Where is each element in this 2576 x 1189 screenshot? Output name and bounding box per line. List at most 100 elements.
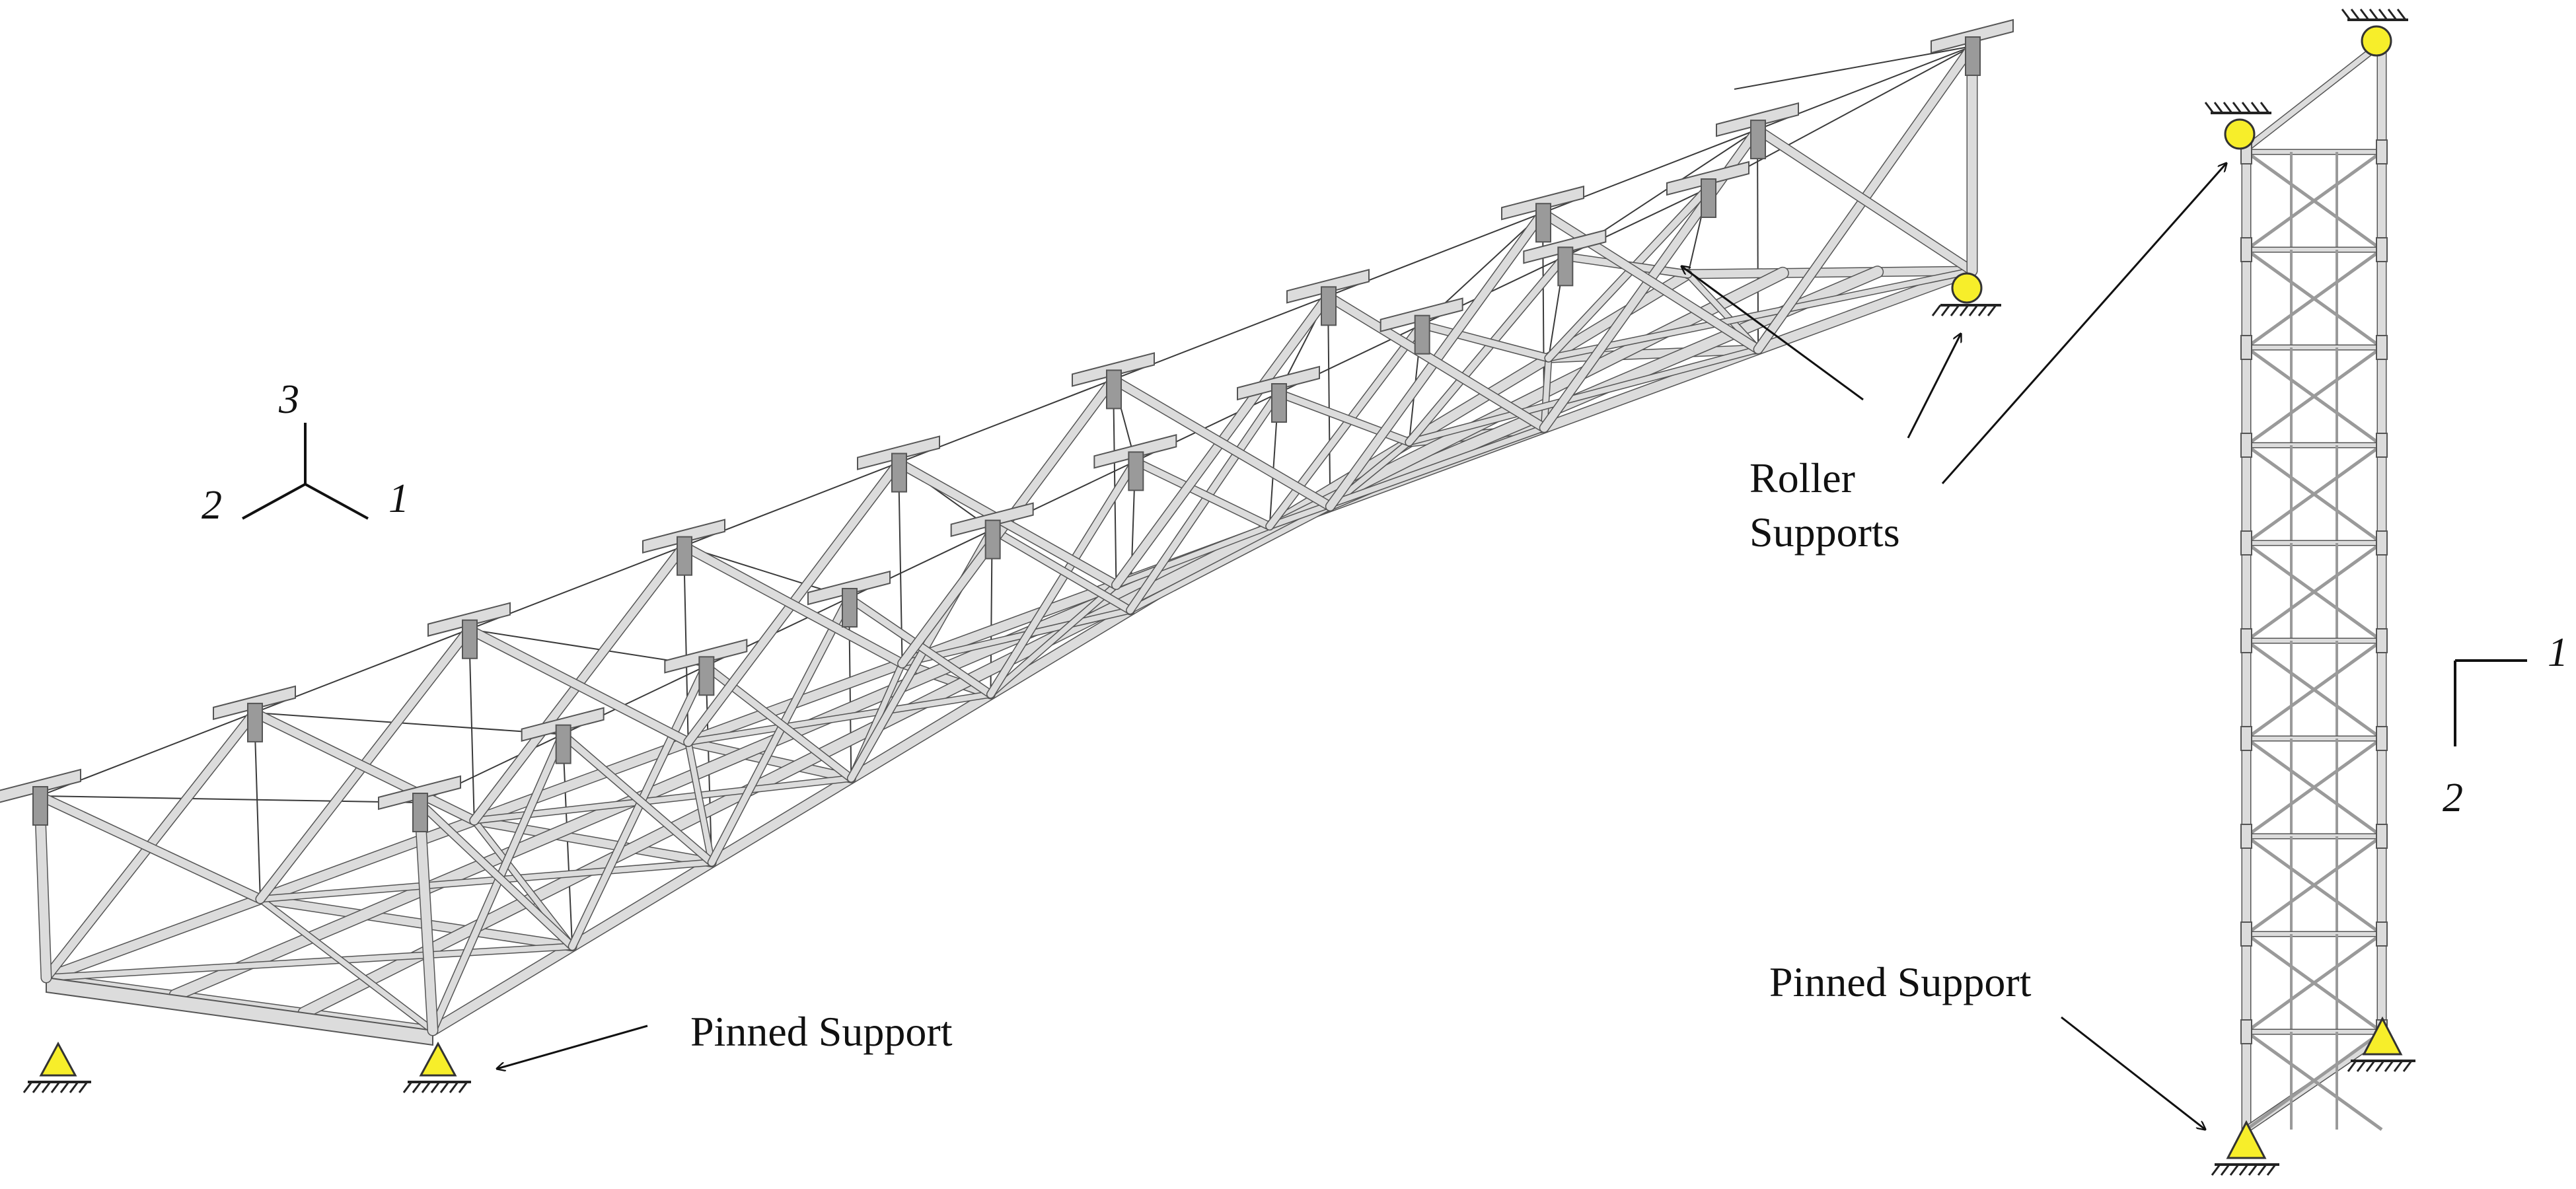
hatch-mark bbox=[2257, 1164, 2267, 1176]
far-diagonal-face bbox=[1545, 185, 1711, 362]
axis-label-2: 2 bbox=[202, 483, 222, 528]
far-diagonal-face bbox=[1405, 253, 1568, 446]
plan-node-block bbox=[2376, 628, 2388, 653]
plan-x-brace bbox=[2245, 639, 2383, 740]
plan-node-block bbox=[2240, 237, 2252, 262]
roller-supports-label-line1: Roller bbox=[1749, 454, 1855, 501]
hatch-mark bbox=[2266, 1164, 2277, 1176]
isometric-truss-view bbox=[0, 18, 2014, 1046]
plan-node-block bbox=[2376, 921, 2388, 947]
top-node-post bbox=[247, 702, 263, 742]
hatch-mark bbox=[2387, 9, 2398, 20]
roller-support-far bbox=[1931, 272, 2001, 316]
plan-node-block bbox=[2240, 335, 2252, 360]
plan-node-block bbox=[2240, 921, 2252, 947]
hatch-mark bbox=[2402, 1060, 2413, 1072]
top-node-post bbox=[677, 536, 692, 576]
plan-axis-triad bbox=[2454, 659, 2527, 746]
deck-brace-face bbox=[1541, 355, 1551, 431]
top-node-post bbox=[1557, 246, 1574, 287]
deck-brace-face bbox=[44, 943, 575, 980]
plan-axis-label-2: 2 bbox=[2443, 775, 2463, 820]
hatch-mark bbox=[1931, 305, 1942, 316]
plan-node-block bbox=[2376, 530, 2388, 556]
plan-x-brace bbox=[2245, 737, 2383, 838]
near-diagonal-face bbox=[465, 625, 692, 746]
plan-node-block bbox=[2376, 824, 2388, 849]
floor-beam-face bbox=[1544, 345, 1763, 363]
hatch-mark bbox=[2213, 102, 2224, 114]
deck-brace-face bbox=[899, 607, 1133, 667]
plan-x-brace bbox=[2245, 443, 2383, 545]
deck-brace-face bbox=[1545, 268, 1975, 361]
plan-supports bbox=[2204, 9, 2415, 1176]
near-hanger bbox=[468, 629, 475, 821]
arrow-pinned-iso bbox=[497, 1025, 648, 1069]
near-diagonal-face bbox=[1539, 209, 1763, 353]
near-top-cable bbox=[39, 46, 1973, 797]
far-side-truss bbox=[414, 184, 1712, 1036]
deck-brace-face bbox=[1406, 346, 1761, 445]
hatch-mark bbox=[1987, 305, 1997, 316]
axis-label-3: 3 bbox=[278, 377, 299, 422]
hatch-mark bbox=[78, 1081, 89, 1093]
hatch-mark bbox=[421, 1081, 431, 1093]
top-node-post bbox=[698, 656, 715, 696]
far-top-cable bbox=[419, 188, 1709, 803]
hatch-mark bbox=[2393, 1060, 2404, 1072]
hatch-mark bbox=[2341, 9, 2351, 20]
top-node-post bbox=[1535, 203, 1551, 243]
hatch-mark bbox=[22, 1081, 33, 1093]
hatch-mark bbox=[2347, 1060, 2357, 1072]
pinned-support-plan-right bbox=[2347, 1016, 2415, 1072]
near-diagonal-face bbox=[1753, 126, 1976, 275]
pinned-support-right bbox=[402, 1041, 471, 1093]
hatch-mark bbox=[2369, 9, 2379, 20]
hatch-mark bbox=[2248, 1164, 2258, 1176]
far-diagonal-face bbox=[1266, 321, 1425, 530]
pinned-support-plan-bottom bbox=[2211, 1120, 2279, 1176]
deck-brace-face bbox=[471, 775, 854, 824]
top-node-post bbox=[555, 724, 571, 764]
plan-node-block bbox=[2240, 726, 2252, 751]
far-diagonal-face bbox=[708, 594, 852, 866]
hatch-mark bbox=[2238, 1164, 2249, 1176]
hatch-mark bbox=[2374, 1060, 2385, 1072]
far-diagonal-face bbox=[416, 799, 576, 950]
plan-axis-label-1: 1 bbox=[2548, 630, 2568, 675]
near-diagonal-face bbox=[1109, 375, 1335, 511]
hatch-mark bbox=[2396, 9, 2407, 20]
roller-support-plan-top bbox=[2341, 9, 2408, 57]
arrow-roller-3 bbox=[1941, 163, 2226, 484]
near-side-truss bbox=[34, 40, 1978, 984]
plan-node-block bbox=[2240, 824, 2252, 849]
isometric-axis-triad bbox=[242, 423, 369, 520]
far-diagonal-face bbox=[569, 663, 710, 950]
plan-node-block bbox=[2376, 335, 2388, 360]
plan-x-brace bbox=[2245, 1030, 2383, 1132]
arrow-roller-2 bbox=[1907, 334, 1961, 439]
top-node-post bbox=[32, 786, 48, 826]
hatch-mark bbox=[2384, 1060, 2394, 1072]
floor-beam-face bbox=[470, 816, 716, 867]
hatch-mark bbox=[1977, 305, 1988, 316]
far-end-post-face bbox=[415, 798, 437, 1035]
hatch-mark bbox=[2365, 1060, 2376, 1072]
axis-label-1: 1 bbox=[388, 476, 409, 521]
arrow-pinned-plan bbox=[2061, 1016, 2205, 1130]
top-node-post bbox=[1701, 178, 1716, 218]
plan-node-block bbox=[2240, 628, 2252, 653]
floor-beam-face bbox=[1684, 267, 1976, 278]
near-bottom-chord-face bbox=[42, 266, 1977, 982]
plan-top-end-brace-face bbox=[2244, 40, 2384, 151]
hatch-mark bbox=[2260, 102, 2270, 114]
top-node-post bbox=[984, 519, 1001, 559]
top-node-post bbox=[891, 452, 907, 493]
hatch-mark bbox=[2232, 102, 2242, 114]
near-hanger bbox=[1327, 296, 1331, 507]
far-diagonal-face bbox=[1132, 458, 1273, 530]
hatch-mark bbox=[59, 1081, 70, 1093]
near-diagonal-face bbox=[1324, 292, 1549, 432]
near-diagonal-face bbox=[36, 792, 264, 904]
